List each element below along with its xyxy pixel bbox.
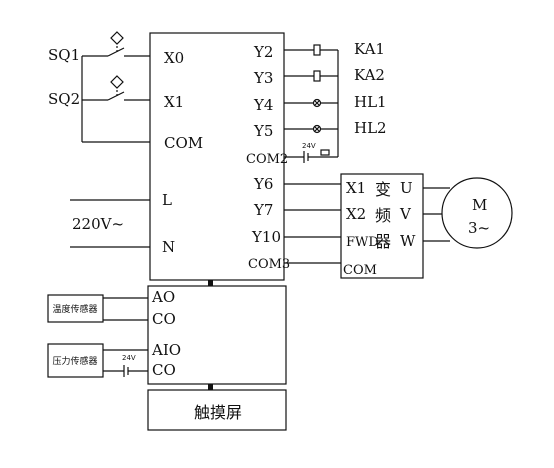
sq1-label: SQ1 xyxy=(48,46,80,64)
analog-module-box xyxy=(147,285,287,385)
inverter-wiring xyxy=(284,183,341,264)
pressure-sensor-label: 压力传感器 xyxy=(52,355,97,367)
mains-voltage-label: 220V~ xyxy=(72,215,124,233)
sensor-wiring xyxy=(103,297,148,377)
motor-icon xyxy=(441,177,513,249)
inverter-input-com: COM xyxy=(343,263,377,278)
plc-power-l: L xyxy=(162,191,172,209)
sq2-label: SQ2 xyxy=(48,90,80,108)
motor-wiring xyxy=(423,187,450,242)
motor-label: M xyxy=(472,196,487,214)
pressure-sensor-box xyxy=(47,343,104,378)
temperature-sensor-box xyxy=(47,294,104,323)
inverter-output-v: V xyxy=(399,205,412,223)
input-wiring xyxy=(81,31,150,143)
inverter-input-fwd: FWD xyxy=(346,235,379,250)
inverter-input-x1: X1 xyxy=(346,179,366,197)
plc-output-y10: Y10 xyxy=(251,228,281,246)
plc-output-y6: Y6 xyxy=(253,175,273,193)
touchscreen-box xyxy=(147,389,287,431)
inverter-input-x2: X2 xyxy=(346,205,366,223)
ka2-label: KA2 xyxy=(354,66,385,84)
plc-output-com3: COM3 xyxy=(248,257,290,272)
inverter-title-char-1: 变 xyxy=(375,180,391,199)
inverter-title-char-3: 器 xyxy=(375,232,391,251)
plc-input-x1: X1 xyxy=(164,93,184,111)
motor-phase: 3~ xyxy=(468,219,490,237)
com2-voltage-label: 24V xyxy=(302,142,316,150)
inverter-output-w: W xyxy=(400,232,416,250)
connector-bottom xyxy=(208,384,213,390)
ka1-label: KA1 xyxy=(354,40,385,58)
connector-top xyxy=(208,280,213,286)
plc-power-n: N xyxy=(162,238,175,256)
ai-voltage-label: 24V xyxy=(122,354,136,362)
plc-output-y2: Y2 xyxy=(253,43,273,61)
plc-output-y4: Y4 xyxy=(253,96,273,114)
temperature-sensor-label: 温度传感器 xyxy=(52,303,97,315)
plc-output-y3: Y3 xyxy=(253,69,273,87)
ka2-coil-icon xyxy=(313,70,321,82)
analog-terminal-co1: CO xyxy=(152,310,176,328)
plc-box xyxy=(149,32,285,281)
plc-input-com: COM xyxy=(164,134,203,152)
output-wiring xyxy=(284,44,339,163)
hl1-label: HL1 xyxy=(354,93,387,111)
plc-output-com2: COM2 xyxy=(246,152,288,167)
analog-terminal-aio: AIO xyxy=(151,341,181,359)
plc-input-x0: X0 xyxy=(164,49,184,67)
analog-terminal-co2: CO xyxy=(152,361,176,379)
sq2-actuator-icon xyxy=(110,75,124,89)
touchscreen-label: 触摸屏 xyxy=(194,403,242,422)
plc-output-y5: Y5 xyxy=(253,122,273,140)
hl2-label: HL2 xyxy=(354,119,387,137)
inverter-output-u: U xyxy=(400,179,413,197)
plc-output-y7: Y7 xyxy=(253,201,273,219)
inverter-box xyxy=(340,173,424,279)
sq1-actuator-icon xyxy=(110,31,124,45)
inverter-title-char-2: 频 xyxy=(375,206,391,225)
analog-terminal-ao: AO xyxy=(151,288,175,306)
ka1-coil-icon xyxy=(313,44,321,56)
